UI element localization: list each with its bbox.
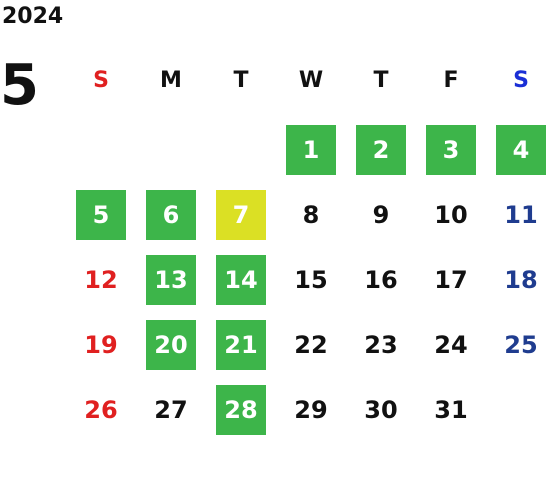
day-cell-5[interactable]: 5 — [76, 190, 126, 240]
day-cell-13[interactable]: 13 — [146, 255, 196, 305]
day-cell-28[interactable]: 28 — [216, 385, 266, 435]
day-cell-6[interactable]: 6 — [146, 190, 196, 240]
day-cell-15[interactable]: 15 — [294, 266, 328, 294]
weekday-header-1: M — [160, 68, 182, 93]
day-cell-22[interactable]: 22 — [294, 331, 328, 359]
day-cell-11[interactable]: 11 — [504, 201, 538, 229]
day-cell-2[interactable]: 2 — [356, 125, 406, 175]
day-cell-17[interactable]: 17 — [434, 266, 468, 294]
day-cell-16[interactable]: 16 — [364, 266, 398, 294]
weekday-header-4: T — [373, 68, 389, 93]
weekday-header-5: F — [443, 68, 459, 93]
day-cell-12[interactable]: 12 — [84, 266, 118, 294]
day-cell-18[interactable]: 18 — [504, 266, 538, 294]
day-cell-29[interactable]: 29 — [294, 396, 328, 424]
weekday-header-2: T — [233, 68, 249, 93]
year-label: 2024 — [2, 4, 64, 29]
day-cell-3[interactable]: 3 — [426, 125, 476, 175]
day-cell-21[interactable]: 21 — [216, 320, 266, 370]
day-cell-24[interactable]: 24 — [434, 331, 468, 359]
day-cell-8[interactable]: 8 — [302, 201, 320, 229]
day-cell-23[interactable]: 23 — [364, 331, 398, 359]
day-cell-10[interactable]: 10 — [434, 201, 468, 229]
day-cell-30[interactable]: 30 — [364, 396, 398, 424]
day-cell-7[interactable]: 7 — [216, 190, 266, 240]
day-cell-14[interactable]: 14 — [216, 255, 266, 305]
weekday-header-0: S — [93, 68, 109, 93]
day-cell-19[interactable]: 19 — [84, 331, 118, 359]
day-cell-1[interactable]: 1 — [286, 125, 336, 175]
weekday-header-6: S — [513, 68, 529, 93]
day-cell-20[interactable]: 20 — [146, 320, 196, 370]
month-label: 5 — [0, 53, 39, 118]
day-cell-4[interactable]: 4 — [496, 125, 546, 175]
day-cell-25[interactable]: 25 — [504, 331, 538, 359]
day-cell-27[interactable]: 27 — [154, 396, 188, 424]
day-cell-31[interactable]: 31 — [434, 396, 468, 424]
day-cell-9[interactable]: 9 — [372, 201, 390, 229]
weekday-header-3: W — [298, 68, 324, 93]
day-cell-26[interactable]: 26 — [84, 396, 118, 424]
